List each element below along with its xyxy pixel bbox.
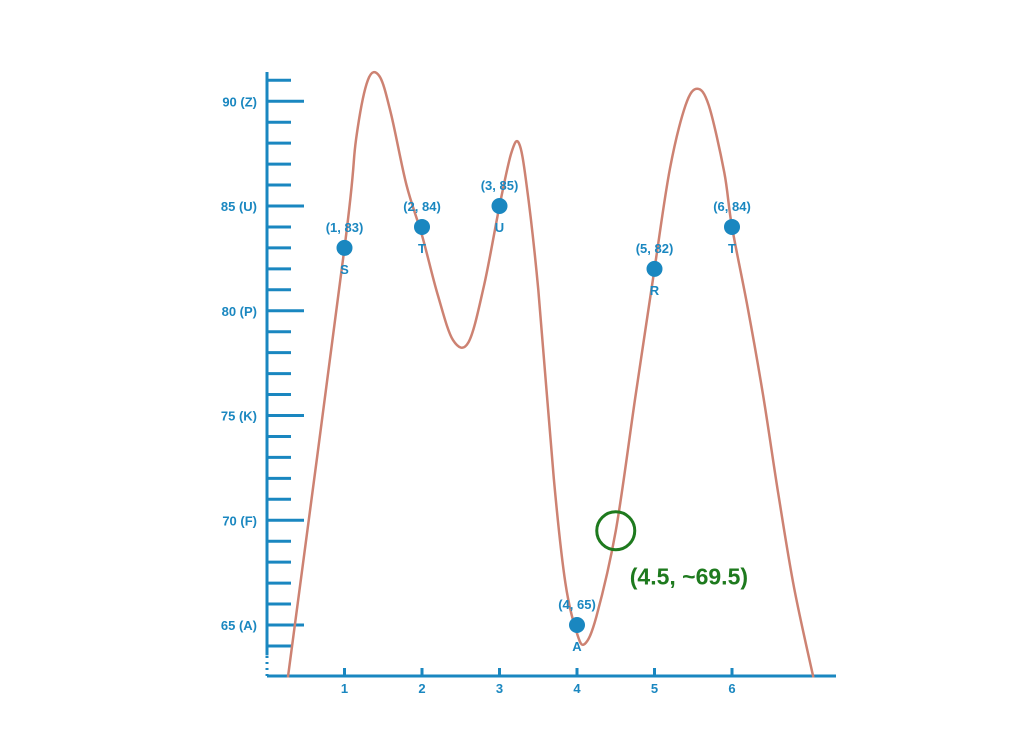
data-point-6 [724,218,740,235]
x-tick-label: 5 [651,681,658,696]
x-tick-label: 1 [341,681,348,696]
y-tick-label: 90 (Z) [222,94,257,109]
data-point-coord-label: (1, 83) [326,220,364,235]
x-tick-label: 6 [728,681,735,696]
y-tick-label: 80 (P) [222,304,257,319]
data-point-letter-label: U [495,220,504,235]
x-tick-label: 3 [496,681,503,696]
data-point-letter-label: T [728,241,736,256]
data-point-letter-label: T [418,241,426,256]
y-tick-label: 85 (U) [221,199,257,214]
annotation-circle [595,510,637,552]
data-point-letter-label: R [650,283,660,298]
x-tick-label: 4 [573,681,581,696]
y-tick-label: 75 (K) [221,409,257,424]
data-point-4 [569,617,585,633]
data-point-5 [646,260,663,277]
y-tick-label: 65 (A) [221,618,257,633]
data-point-letter-label: S [340,262,349,277]
data-point-3 [491,198,508,214]
data-point-coord-label: (3, 85) [481,178,519,193]
y-tick-label: 70 (F) [222,513,257,528]
data-point-2 [414,218,430,235]
series-curve [286,70,815,678]
data-point-letter-label: A [572,639,582,654]
data-point-coord-label: (6, 84) [713,199,751,214]
data-point-coord-label: (2, 84) [403,199,441,214]
x-tick-label: 2 [418,681,425,696]
annotation-label: (4.5, ~69.5) [630,564,748,590]
data-point-coord-label: (4, 65) [558,597,596,612]
data-point-1 [336,239,353,256]
data-point-coord-label: (5, 82) [636,241,674,256]
